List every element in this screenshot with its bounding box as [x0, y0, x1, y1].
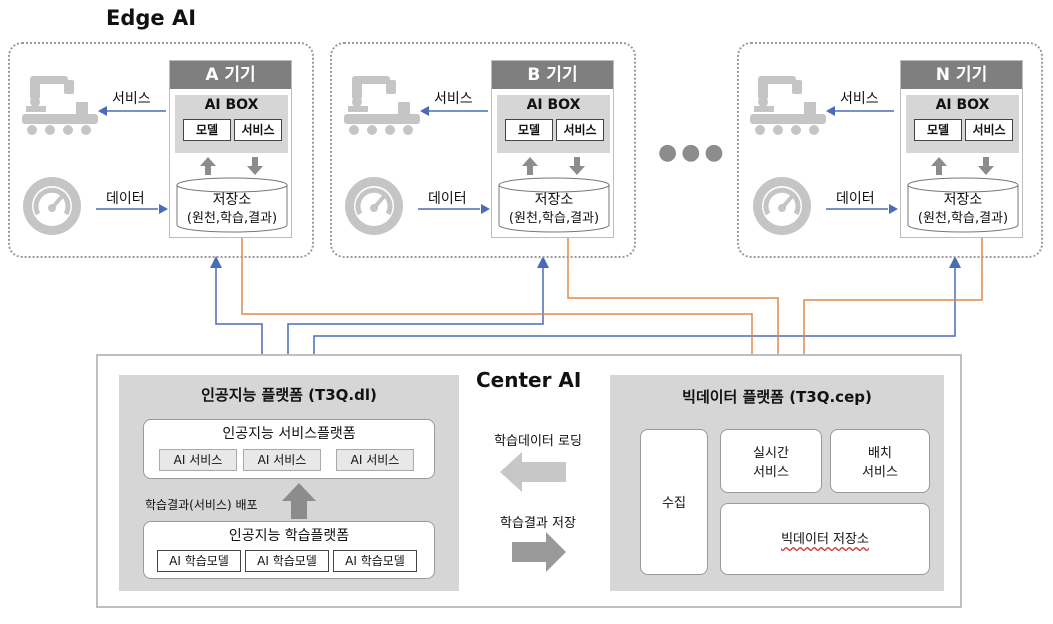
blue-line-b: [287, 256, 549, 375]
data-arrow: [418, 204, 490, 214]
robot-arm-icon: [750, 76, 826, 135]
ai-box-title: AI BOX: [204, 97, 259, 113]
ai-service-chip: AI 서비스: [336, 449, 414, 471]
center-ai-title: Center AI: [476, 368, 582, 392]
realtime-line-1: 실시간: [753, 446, 789, 461]
blue-line-a: [210, 256, 263, 375]
data-label: 데이터: [106, 191, 145, 207]
more-devices-dots: ●●●: [658, 140, 728, 165]
realtime-line-2: 서비스: [753, 465, 789, 480]
ai-model-chip: AI 학습모델: [333, 550, 417, 572]
load-left-arrow: [500, 452, 566, 492]
save-label: 학습결과 저장: [500, 516, 576, 531]
ai-service-chip: AI 서비스: [243, 449, 321, 471]
ai-box: AI BOX 모델 서비스: [497, 95, 610, 153]
device-a: A 기기 AI BOX 모델 서비스 저장소 (원천,학습,결과): [169, 60, 292, 238]
edge-group-n: [737, 42, 1043, 258]
ai-service-chip: AI 서비스: [159, 449, 237, 471]
device-b: B 기기 AI BOX 모델 서비스 저장소 (원천,학습,결과): [491, 60, 614, 238]
ai-box: AI BOX 모델 서비스: [906, 95, 1019, 153]
ai-platform-title: 인공지능 플랫폼 (T3Q.dl): [201, 386, 377, 404]
model-chip: 모델: [505, 119, 553, 141]
model-chip: 모델: [183, 119, 231, 141]
orange-line-b: [567, 238, 784, 368]
sync-arrows-icon: [200, 157, 263, 175]
bigdata-storage-wrap: 빅데이터 저장소: [721, 528, 929, 547]
device-b-title: B 기기: [492, 61, 613, 89]
ai-box-title: AI BOX: [935, 97, 990, 113]
data-label: 데이터: [428, 191, 467, 207]
storage-cylinder-icon: [176, 177, 288, 233]
robot-arm-icon: [22, 76, 98, 135]
sync-arrows-icon: [522, 157, 585, 175]
ai-platform-panel: 인공지능 플랫폼 (T3Q.dl) 인공지능 서비스플랫폼 AI 서비스 AI …: [119, 375, 459, 591]
storage-title: 저장소: [212, 192, 252, 208]
sync-arrows-icon: [931, 157, 994, 175]
storage-title: 저장소: [943, 192, 983, 208]
storage-cylinder-icon: [907, 177, 1019, 233]
ai-service-platform-title: 인공지능 서비스플랫폼: [222, 426, 356, 442]
service-arrow: [420, 106, 488, 116]
gauge-icon: [23, 177, 81, 235]
batch-line-2: 서비스: [862, 465, 898, 480]
ai-learning-platform-title: 인공지능 학습플랫폼: [228, 528, 350, 544]
bigdata-platform-title: 빅데이터 플랫폼 (T3Q.cep): [682, 388, 872, 406]
service-chip: 서비스: [965, 119, 1013, 141]
data-arrow: [96, 204, 168, 214]
service-arrow: [826, 106, 894, 116]
device-n-title: N 기기: [901, 61, 1022, 89]
data-arrow: [826, 204, 898, 214]
ai-service-platform: 인공지능 서비스플랫폼 AI 서비스 AI 서비스 AI 서비스: [143, 419, 435, 479]
service-chip: 서비스: [234, 119, 282, 141]
service-label: 서비스: [112, 91, 151, 107]
batch-line-1: 배치: [868, 446, 892, 461]
model-chip: 모델: [914, 119, 962, 141]
gauge-icon: [753, 177, 811, 235]
storage-title: 저장소: [534, 192, 574, 208]
device-n: N 기기 AI BOX 모델 서비스 저장소 (원천,학습,결과): [900, 60, 1023, 238]
deploy-up-arrow: [282, 483, 316, 519]
service-arrow: [98, 106, 166, 116]
data-label: 데이터: [836, 191, 875, 207]
realtime-service-box: 실시간 서비스: [720, 429, 822, 493]
ai-model-chip: AI 학습모델: [157, 550, 241, 572]
service-chip: 서비스: [556, 119, 604, 141]
device-a-title: A 기기: [170, 61, 291, 89]
orange-line-a: [241, 238, 758, 368]
save-right-arrow: [512, 532, 566, 572]
edge-group-a: [8, 42, 314, 258]
batch-service-box: 배치 서비스: [830, 429, 930, 493]
storage-sub: (원천,학습,결과): [917, 211, 1009, 226]
ai-learning-platform: 인공지능 학습플랫폼 AI 학습모델 AI 학습모델 AI 학습모델: [143, 521, 435, 579]
deploy-label: 학습결과(서비스) 배포: [145, 498, 258, 512]
bigdata-storage-box: 빅데이터 저장소: [720, 503, 930, 575]
ai-box: AI BOX 모델 서비스: [175, 95, 288, 153]
ai-model-chip: AI 학습모델: [245, 550, 329, 572]
bigdata-platform-panel: 빅데이터 플랫폼 (T3Q.cep) 수집 실시간 서비스 배치 서비스 빅데이…: [610, 375, 944, 591]
service-label: 서비스: [840, 91, 879, 107]
bigdata-storage-label: 빅데이터 저장소: [781, 532, 869, 547]
orange-line-n: [798, 238, 983, 368]
edge-group-b: [330, 42, 636, 258]
storage-sub: (원천,학습,결과): [186, 211, 278, 226]
ai-box-title: AI BOX: [526, 97, 581, 113]
robot-arm-icon: [344, 76, 420, 135]
storage-cylinder-icon: [498, 177, 610, 233]
edge-ai-title: Edge AI: [106, 6, 197, 30]
collect-label: 수집: [662, 496, 686, 511]
service-label: 서비스: [434, 91, 473, 107]
collect-box: 수집: [640, 429, 708, 575]
gauge-icon: [345, 177, 403, 235]
load-label: 학습데이터 로딩: [494, 434, 582, 449]
storage-sub: (원천,학습,결과): [508, 211, 600, 226]
